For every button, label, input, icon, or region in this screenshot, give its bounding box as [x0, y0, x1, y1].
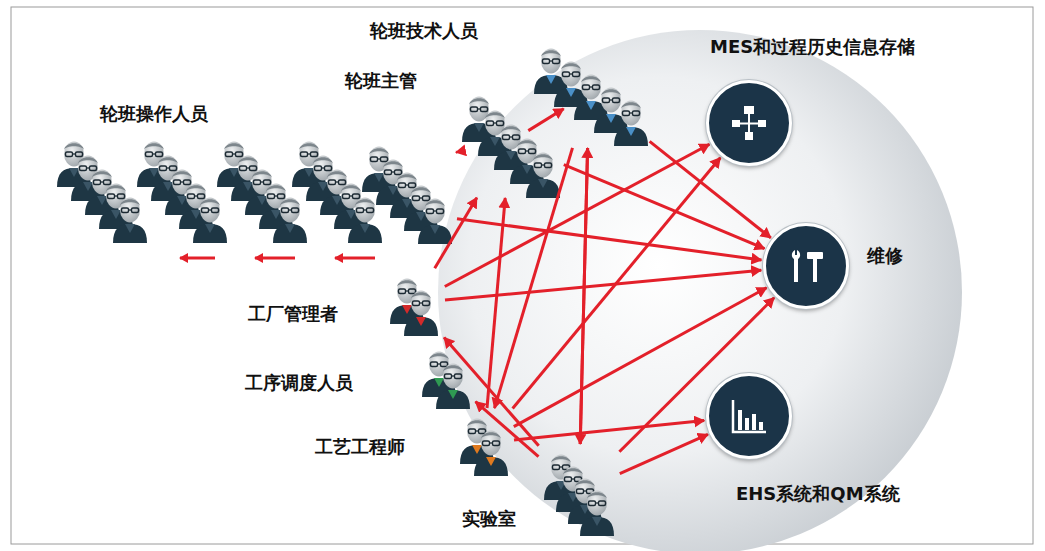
plant-manager: 工厂管理者 [385, 270, 443, 336]
flow-arrow [435, 198, 477, 269]
person-figure [436, 364, 470, 410]
person-figure [273, 198, 307, 244]
person-figure [580, 491, 614, 537]
person-figure [614, 101, 648, 147]
person-figure [404, 291, 438, 337]
flow-arrow [580, 148, 587, 444]
background-circle [438, 30, 962, 551]
tools-icon [786, 246, 826, 286]
node-label: 轮班主管 [345, 70, 417, 92]
shift-operators: 轮班操作人员 [50, 135, 455, 247]
flow-arrow [620, 434, 708, 473]
node-label: EHS系统和QM系统 [736, 483, 900, 505]
ehs-qm-circle: EHS系统和QM系统 [706, 373, 792, 459]
shift-technicians: 轮班技术人员 [530, 40, 648, 146]
flow-arrow [476, 402, 539, 457]
laboratory: 实验室 [540, 446, 618, 538]
node-label: 维修 [867, 245, 903, 267]
flow-arrow [456, 151, 457, 154]
flow-arrow [445, 270, 761, 300]
node-label: 工厂管理者 [248, 303, 338, 325]
person-figure [418, 199, 452, 245]
person-figure [113, 198, 147, 244]
maintenance-circle: 维修 [763, 223, 849, 309]
person-figure [526, 153, 560, 199]
node-label: 轮班技术人员 [370, 20, 478, 42]
flow-arrow [528, 109, 563, 131]
flow-arrow [514, 421, 704, 440]
node-label: 工艺工程师 [315, 436, 405, 458]
node-label: 实验室 [462, 508, 516, 530]
people-figures [57, 49, 648, 537]
mes-circle: MES和过程历史信息存储 [706, 80, 792, 166]
person-figure [193, 198, 227, 244]
chart-icon [729, 396, 769, 436]
operator-arrows [180, 257, 375, 260]
node-label: MES和过程历史信息存储 [710, 36, 915, 58]
flow-arrow [444, 338, 539, 446]
person-figure [474, 431, 508, 477]
flow-arrow [580, 148, 587, 444]
node-label: 工序调度人员 [245, 372, 353, 394]
process-engineer: 工艺工程师 [456, 410, 512, 476]
flow-arrow [495, 148, 573, 408]
process-scheduler: 工序调度人员 [418, 343, 474, 409]
mes-icon [729, 103, 769, 143]
flow-arrow [445, 144, 710, 286]
shift-supervisors: 轮班主管 [458, 88, 562, 196]
flow-arrow [487, 198, 505, 408]
node-label: 轮班操作人员 [100, 103, 208, 125]
